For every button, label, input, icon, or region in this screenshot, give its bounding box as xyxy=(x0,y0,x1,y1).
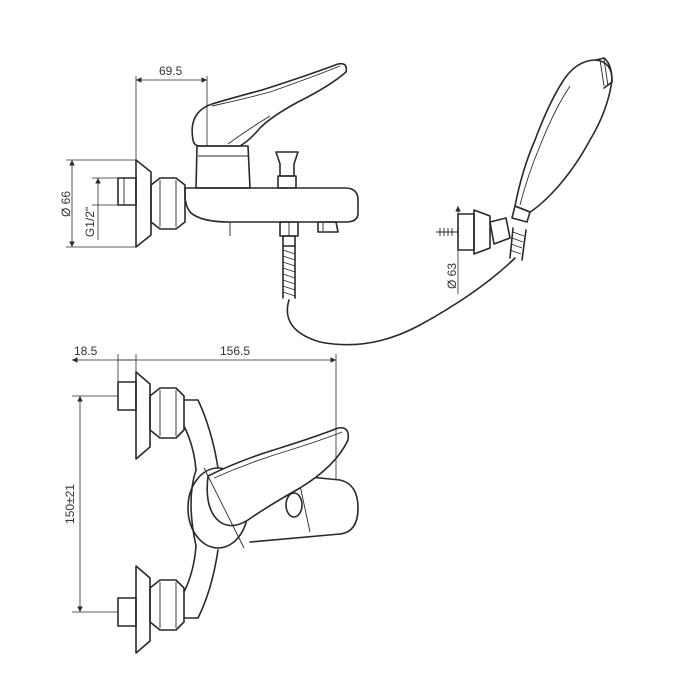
mixer-front-view xyxy=(117,371,359,654)
dim-top-width-label: 69.5 xyxy=(159,64,183,78)
mixer-side-view xyxy=(117,62,359,299)
shower-wall-holder xyxy=(436,206,511,294)
shower-hose xyxy=(286,257,516,346)
dim-centers-distance-label: 150±21 xyxy=(63,484,77,524)
dim-holder-diameter-label: Ø 63 xyxy=(445,263,459,289)
dimension-lines xyxy=(66,76,337,613)
hose-coil-lower xyxy=(282,245,296,299)
dim-overall-width-label: 156.5 xyxy=(220,344,250,358)
dim-flange-diameter-label: Ø 66 xyxy=(59,191,73,217)
dim-offset-left-label: 18.5 xyxy=(74,344,98,358)
hand-shower xyxy=(509,57,613,261)
dim-thread-label: G1/2" xyxy=(83,207,97,237)
